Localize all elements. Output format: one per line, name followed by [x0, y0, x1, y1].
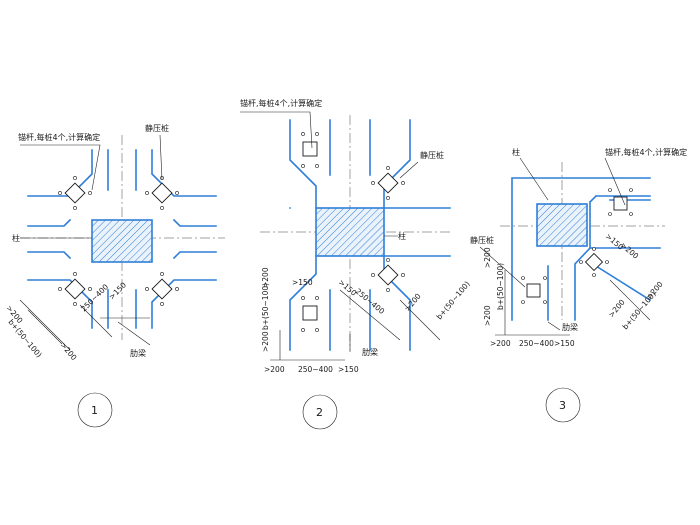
- dimension-line: [495, 270, 651, 336]
- dimension-text: >200: [607, 298, 627, 320]
- dimension-text: 250~400: [519, 339, 554, 348]
- figure-number: 1: [91, 404, 98, 417]
- dimension-text: >200: [261, 267, 270, 288]
- dimension-text: >150: [337, 278, 359, 298]
- dimension-text: >200: [619, 241, 641, 261]
- rib-beam-inner: [289, 119, 451, 351]
- leader-line: [20, 134, 163, 346]
- rib-beam-label: 肋梁: [562, 322, 578, 332]
- figure-marker: [545, 387, 581, 423]
- column: [315, 207, 385, 257]
- static-pile: [64, 182, 173, 300]
- rib-beam-inner: [27, 149, 217, 329]
- figure-marker: [77, 392, 113, 428]
- dimension-text: b+(50~100): [435, 279, 472, 321]
- figure-number: 3: [559, 399, 566, 412]
- anchor-label: 锚杆,每桩4个,计算确定: [240, 98, 322, 108]
- dimension-text: >150: [338, 365, 359, 374]
- leader-line: [240, 111, 419, 352]
- dimension-text: b+(50~100): [261, 283, 270, 330]
- rib-beam-outline: [511, 177, 651, 321]
- dimension-text: >150: [554, 339, 575, 348]
- dimension-text: >200: [483, 247, 492, 268]
- anchor-label: 锚杆,每桩4个,计算确定: [18, 132, 100, 142]
- column: [536, 203, 588, 247]
- dimension-text: 250~400: [298, 365, 333, 374]
- column-label: 柱: [512, 147, 520, 157]
- dimension-text: >150: [107, 280, 128, 301]
- dimension-text: >200: [261, 331, 270, 352]
- rib-beam-label: 肋梁: [130, 348, 146, 358]
- figure-number: 2: [316, 406, 323, 419]
- static-pile-label: 静压桩: [145, 123, 169, 133]
- dimension-text: >150: [292, 278, 313, 287]
- dimension-text: >200: [264, 365, 285, 374]
- dimension-line: [270, 289, 441, 361]
- static-pile: [302, 141, 399, 321]
- dimension-text: b+(50~100): [496, 263, 505, 310]
- figure-marker: [302, 394, 338, 430]
- static-pile-label: 静压桩: [420, 150, 444, 160]
- anchor-bolt: [301, 132, 405, 332]
- dimension-line: [19, 299, 150, 351]
- figure-3: 柱 锚杆,每桩4个,计算确定 静压桩 肋梁 >200 b+(50~100) >2…: [470, 147, 687, 423]
- anchor-bolt: [521, 188, 633, 304]
- leader-line: [479, 157, 626, 331]
- dimension-text: >200: [58, 341, 78, 363]
- column-label: 柱: [398, 231, 406, 241]
- static-pile-label: 静压桩: [470, 235, 494, 245]
- rib-beam-outline: [289, 119, 411, 351]
- column-label: 柱: [12, 233, 20, 243]
- column: [91, 219, 153, 263]
- rib-beam-label: 肋梁: [362, 347, 378, 357]
- figure-1: 锚杆,每桩4个,计算确定 静压桩 柱 肋梁 >200 b+(50~100) >2…: [4, 123, 225, 428]
- dimension-text: >200: [490, 339, 511, 348]
- static-pile: [526, 196, 628, 298]
- dimension-text: >200: [483, 305, 492, 326]
- figure-2: 锚杆,每桩4个,计算确定 静压桩 柱 肋梁 >200 b+(50~100) >2…: [240, 98, 472, 430]
- anchor-label: 锚杆,每桩4个,计算确定: [605, 147, 687, 157]
- dimension-text: b+(50~100): [6, 318, 43, 360]
- dimension-text: 250~400: [79, 282, 110, 313]
